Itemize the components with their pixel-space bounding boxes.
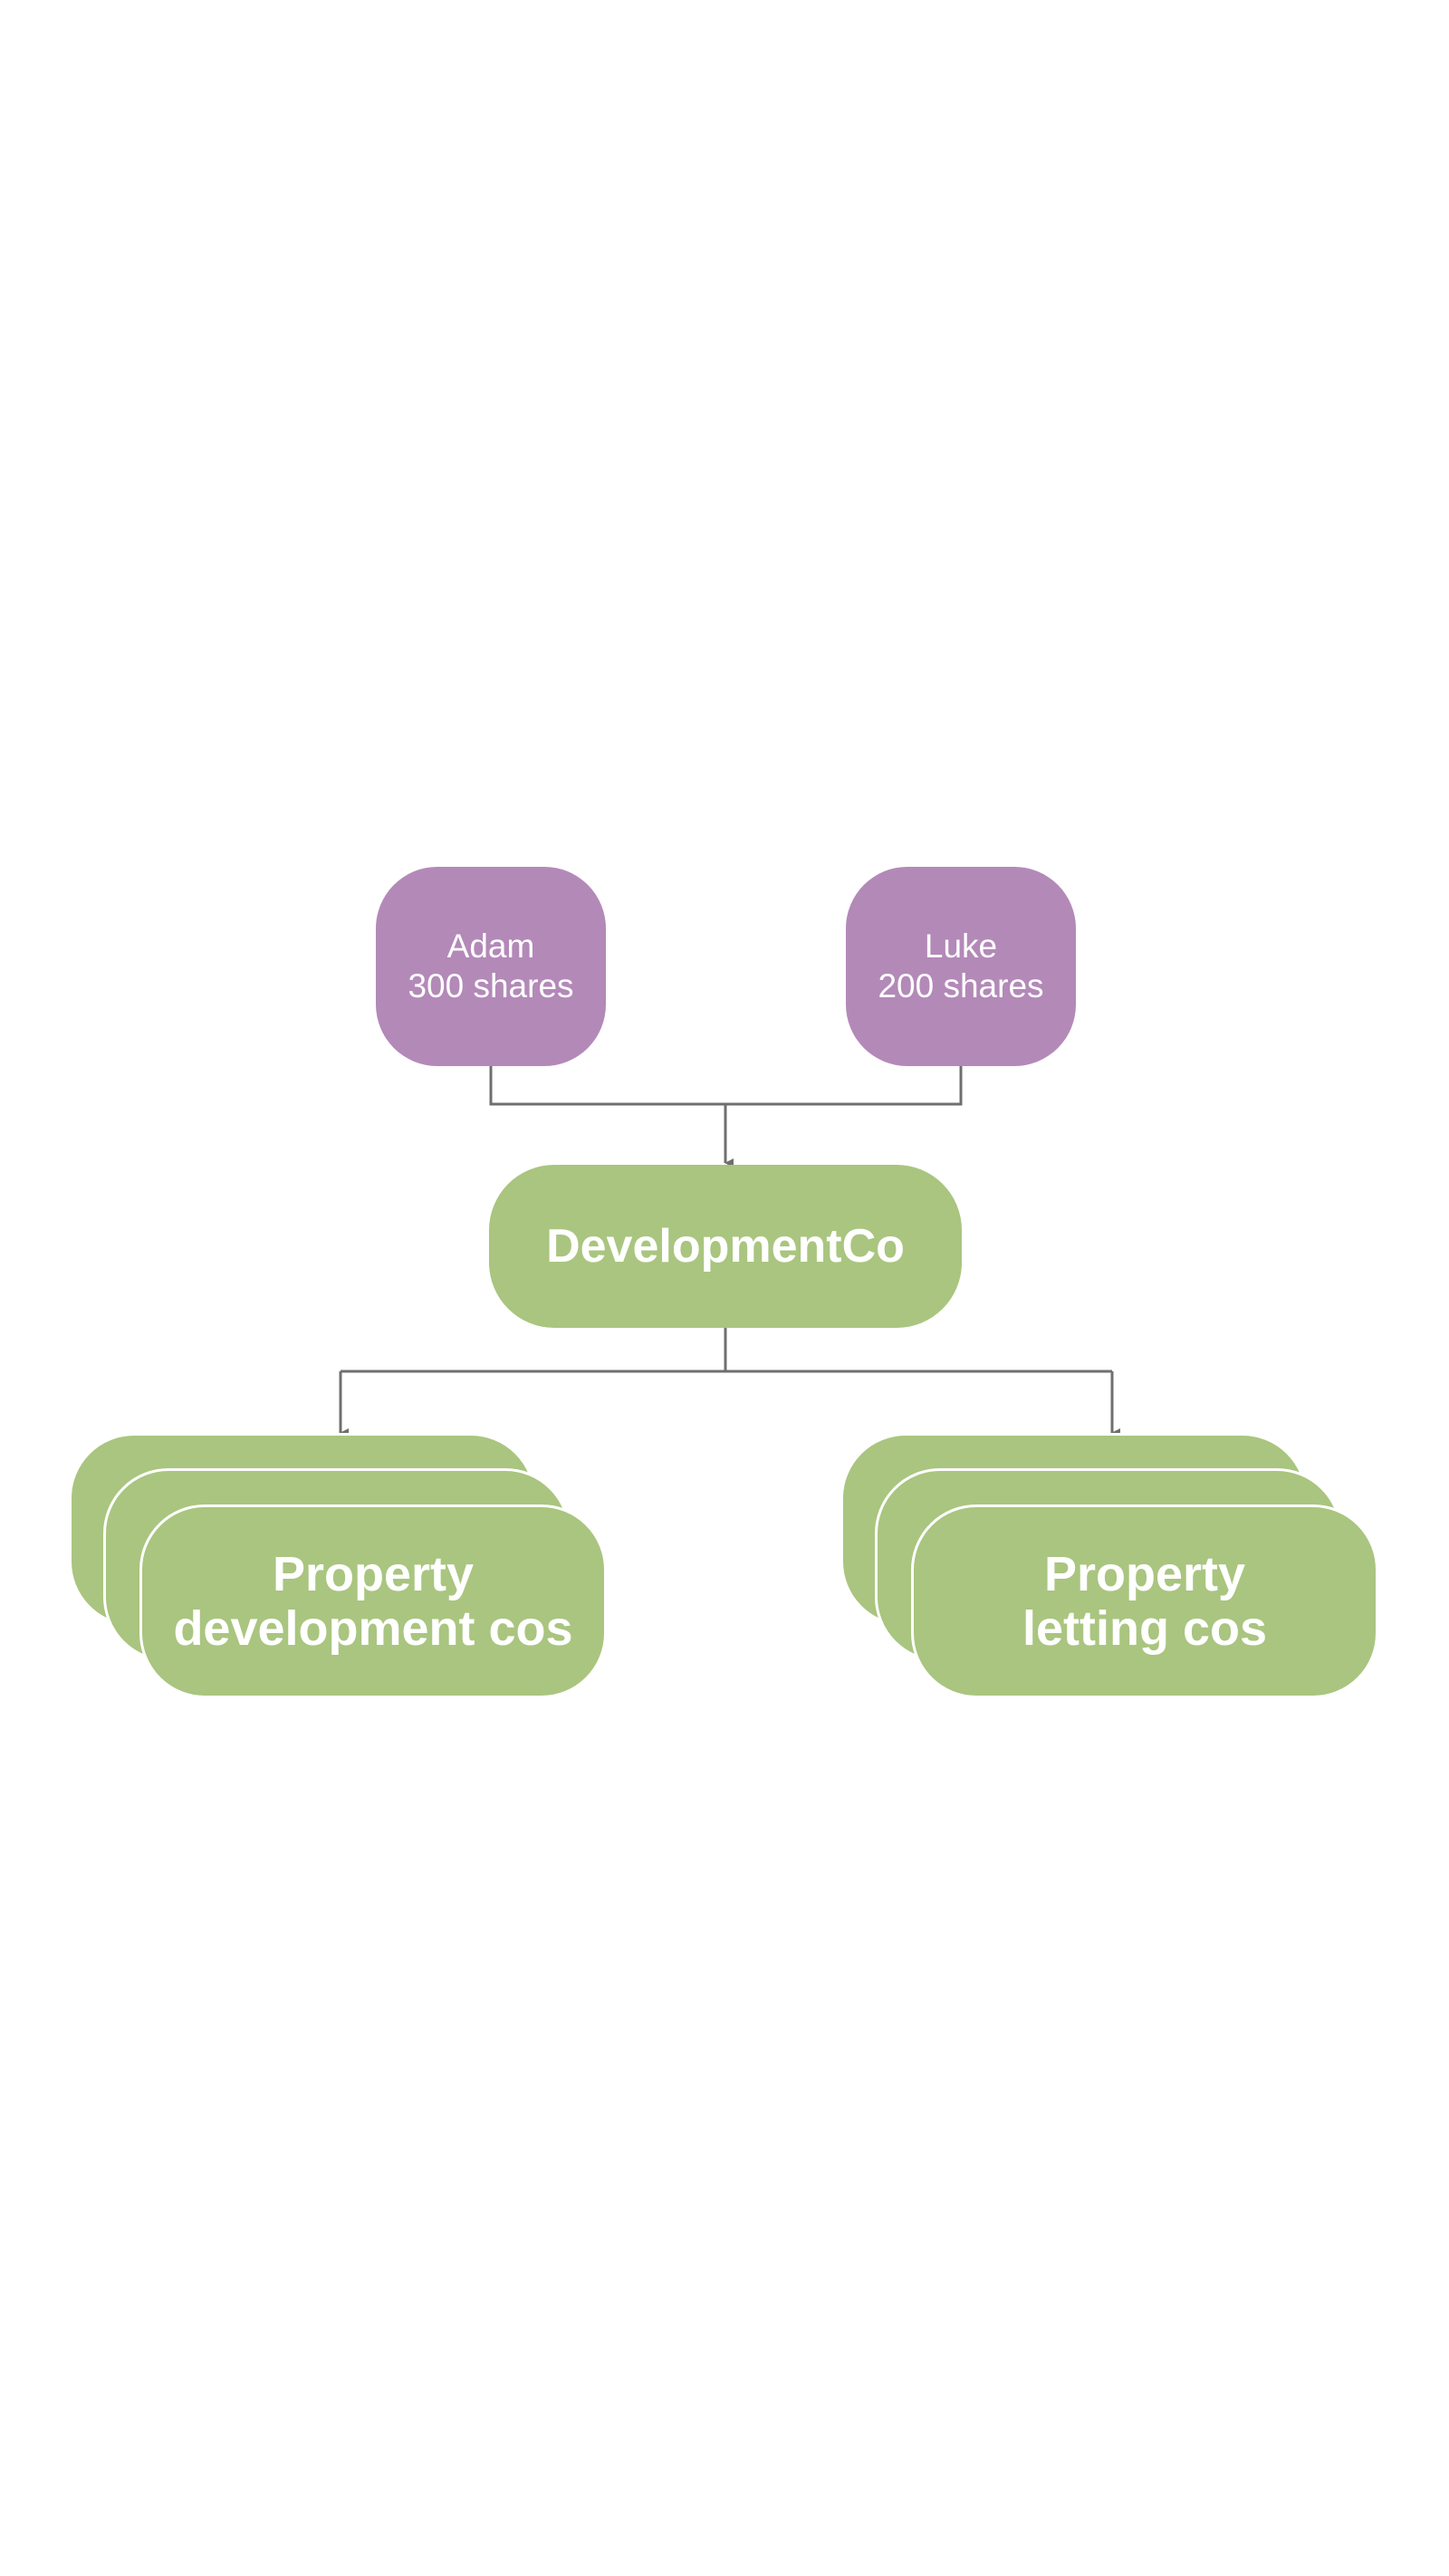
development-cos-label-line2: development cos bbox=[173, 1601, 573, 1656]
developmentco-label: DevelopmentCo bbox=[546, 1220, 905, 1273]
connector-adam bbox=[489, 1066, 725, 1106]
shareholder-adam: Adam 300 shares bbox=[376, 867, 606, 1066]
letting-cos-front-card: Property letting cos bbox=[911, 1504, 1378, 1698]
letting-cos-label-line1: Property bbox=[1043, 1547, 1246, 1601]
shareholder-luke-name: Luke bbox=[924, 928, 998, 965]
shareholder-adam-name: Adam bbox=[446, 928, 535, 965]
shareholder-luke-shares: 200 shares bbox=[878, 967, 1044, 1004]
developmentco-box: DevelopmentCo bbox=[489, 1165, 962, 1328]
shareholder-luke: Luke 200 shares bbox=[846, 867, 1076, 1066]
connector-luke bbox=[725, 1066, 963, 1106]
development-cos-front-card: Property development cos bbox=[139, 1504, 607, 1698]
development-cos-label-line1: Property bbox=[272, 1547, 475, 1601]
shareholder-adam-shares: 300 shares bbox=[408, 967, 574, 1004]
letting-cos-label-line2: letting cos bbox=[1022, 1601, 1268, 1656]
